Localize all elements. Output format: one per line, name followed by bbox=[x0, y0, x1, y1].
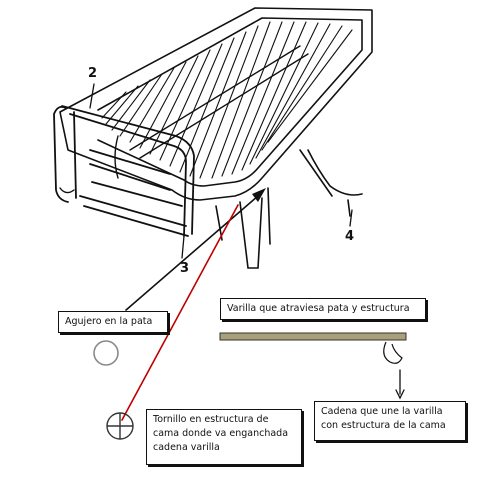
screw-callout-line-1: Tornillo en estructura de bbox=[153, 414, 269, 425]
hole-callout-box: Agujero en la pata bbox=[58, 311, 168, 333]
hole-icon bbox=[93, 340, 119, 366]
part-3-leader bbox=[181, 235, 185, 259]
rod-callout-text: Varilla que atraviesa pata y estructura bbox=[227, 303, 410, 314]
rod-illustration bbox=[219, 332, 407, 364]
leader-lines bbox=[89, 83, 405, 421]
screw-callout-line-3: cadena varilla bbox=[153, 441, 220, 453]
screw-callout-line-2: cama donde va enganchada bbox=[153, 427, 289, 439]
hole-leader-arrowhead bbox=[252, 188, 266, 202]
rod-bar bbox=[219, 332, 407, 341]
screw-leader bbox=[121, 204, 239, 421]
rod-callout-box: Varilla que atraviesa pata y estructura bbox=[220, 298, 426, 320]
chain-hook bbox=[383, 341, 403, 364]
chain-callout-box: Cadena que une la varilla con estructura… bbox=[314, 401, 466, 441]
part-number-4: 4 bbox=[345, 229, 355, 244]
folding-legs bbox=[215, 149, 363, 269]
chain-down-arrowhead bbox=[395, 389, 405, 400]
chain-callout-line-1: Cadena que une la varilla bbox=[321, 406, 443, 417]
hole-leader-arrow bbox=[125, 195, 259, 311]
part-2-leader bbox=[89, 83, 95, 109]
screw-callout-box: Tornillo en estructura de cama donde va … bbox=[146, 409, 302, 465]
part-4-leader bbox=[349, 209, 353, 227]
part-number-2: 2 bbox=[88, 66, 98, 81]
bed-slat-frame bbox=[59, 7, 373, 201]
headboard-frame bbox=[53, 105, 195, 237]
hole-callout-text: Agujero en la pata bbox=[65, 316, 153, 327]
chain-callout-line-2: con estructura de la cama bbox=[321, 419, 446, 431]
screw-icon bbox=[106, 412, 134, 440]
part-number-3: 3 bbox=[180, 261, 190, 276]
